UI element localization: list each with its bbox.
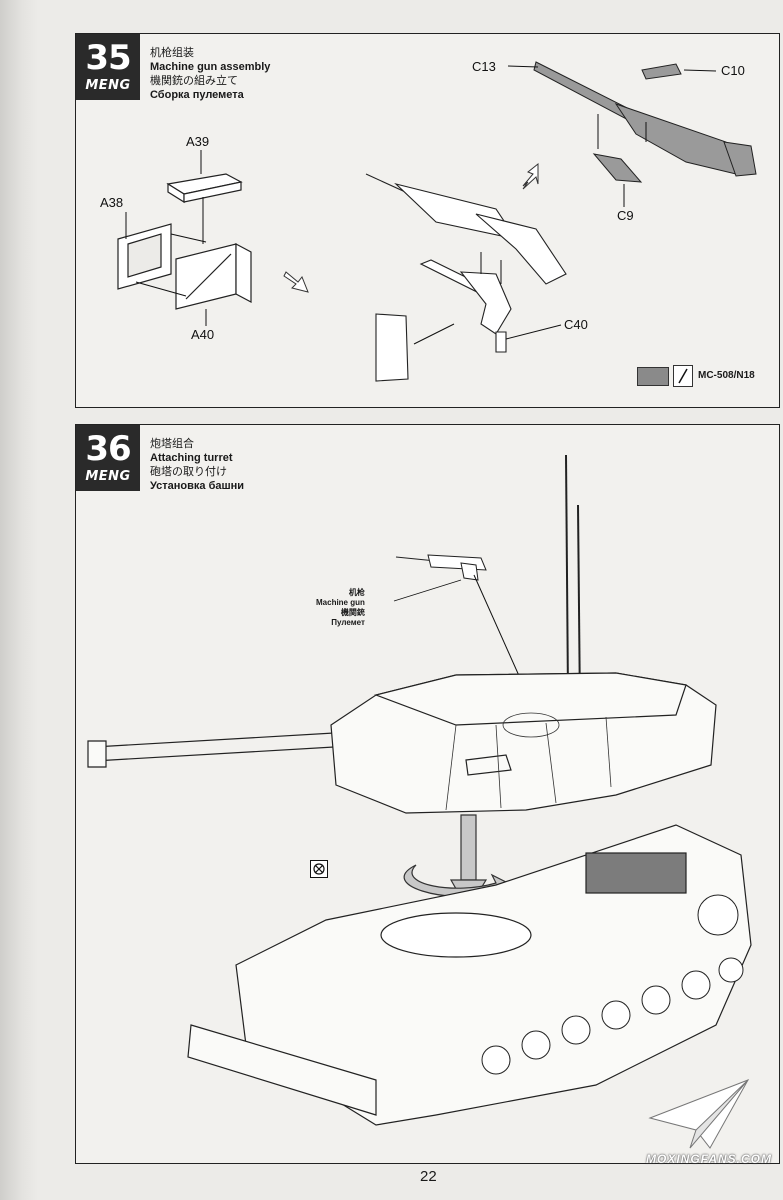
part-label: C13 <box>472 59 496 74</box>
brand-logo: MENG <box>85 469 131 484</box>
step-title-block: 机枪组装 Machine gun assembly 機関銃の組み立て Сборк… <box>150 46 270 102</box>
title-en: Attaching turret <box>150 452 233 464</box>
step-number: 35 <box>85 38 131 78</box>
title-cn: 炮塔组合 <box>150 438 194 450</box>
paint-code: MC-508/N18 <box>698 370 755 381</box>
machine-gun-art <box>395 554 487 581</box>
title-ru: Установка башни <box>150 480 245 492</box>
step-35-illustration <box>117 61 757 382</box>
part-a40 <box>175 243 252 310</box>
machine-gun-callout: 机枪 Machine gun 機関銃 Пулемет <box>316 588 365 628</box>
paper-plane-icon <box>648 1079 750 1149</box>
step-35-panel: 35 MENG 机枪组装 Machine gun assembly 機関銃の組み… <box>75 33 780 408</box>
part-label: C40 <box>564 317 588 332</box>
part-label: C10 <box>721 63 745 78</box>
callout-cn: 机枪 <box>348 588 365 597</box>
paint-color-chip <box>637 367 669 386</box>
part-c10 <box>641 63 682 80</box>
callout-en: Machine gun <box>316 598 365 607</box>
page-number: 22 <box>420 1168 437 1185</box>
title-jp: 機関銃の組み立て <box>150 75 238 87</box>
part-label: A40 <box>191 327 215 342</box>
step-badge: 35 MENG <box>76 34 140 100</box>
step-36-panel: 36 MENG 炮塔组合 Attaching turret 砲塔の取り付け Ус… <box>75 424 780 1164</box>
step-number: 36 <box>85 429 131 469</box>
part-label: A39 <box>186 134 210 149</box>
part-c9 <box>592 153 643 183</box>
step-title-block: 炮塔组合 Attaching turret 砲塔の取り付け Установка … <box>150 437 244 493</box>
hull-art <box>187 824 752 1126</box>
watermark-text: MOXINGFANS.COM <box>646 1152 773 1166</box>
part-label: C9 <box>617 208 634 223</box>
step-36-illustration <box>87 454 752 1126</box>
no-glue-icon <box>310 860 328 878</box>
callout-ru: Пулемет <box>331 618 365 627</box>
part-a39 <box>166 173 243 204</box>
brush-icon <box>673 365 693 387</box>
brand-logo: MENG <box>85 78 131 93</box>
part-label: A38 <box>100 195 124 210</box>
part-a38 <box>117 223 172 290</box>
turret-art <box>87 672 717 814</box>
title-jp: 砲塔の取り付け <box>150 466 227 478</box>
title-en: Machine gun assembly <box>150 61 271 73</box>
title-ru: Сборка пулемета <box>150 89 244 101</box>
machine-gun-assembly-art <box>365 173 567 382</box>
callout-jp: 機関銃 <box>340 608 365 617</box>
gray-gun-part-c13 <box>533 61 757 177</box>
title-cn: 机枪组装 <box>150 47 194 59</box>
binding-edge <box>0 0 38 1200</box>
step-badge: 36 MENG <box>76 425 140 491</box>
